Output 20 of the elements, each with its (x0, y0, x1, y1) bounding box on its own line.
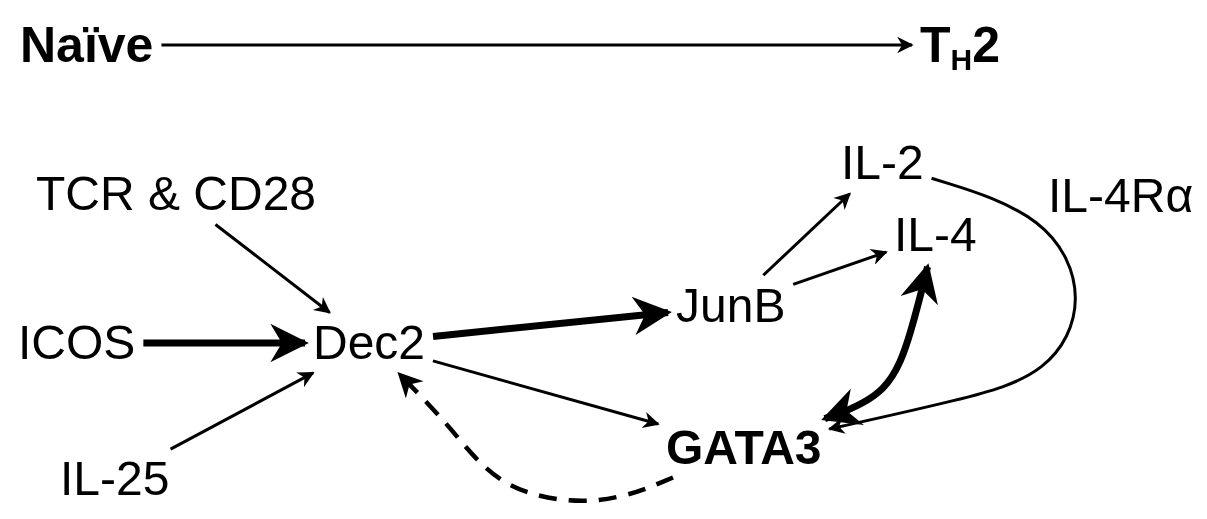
molecule-label: IL-4 (890, 207, 981, 263)
molecule-label: TCR & CD28 (32, 166, 321, 222)
arrow (432, 296, 672, 340)
arrow (397, 372, 674, 504)
arrow (792, 249, 888, 286)
arrow (762, 192, 851, 277)
arrow (214, 223, 331, 314)
molecule-label: ICOS (14, 315, 140, 371)
stage-label: T$_{H}$2 (916, 16, 1005, 74)
arrow (432, 359, 660, 428)
arrow (827, 176, 1077, 434)
molecule-label: Dec2 (309, 315, 430, 371)
molecule-label: IL-2 (837, 135, 928, 191)
arrow (821, 263, 938, 425)
arrow (169, 371, 315, 451)
molecule-label: JunB (672, 278, 790, 334)
stage-label: Naïve (16, 16, 158, 74)
molecule-label: IL-25 (56, 451, 174, 507)
molecule-label: GATA3 (662, 420, 826, 476)
arrow (161, 36, 914, 54)
